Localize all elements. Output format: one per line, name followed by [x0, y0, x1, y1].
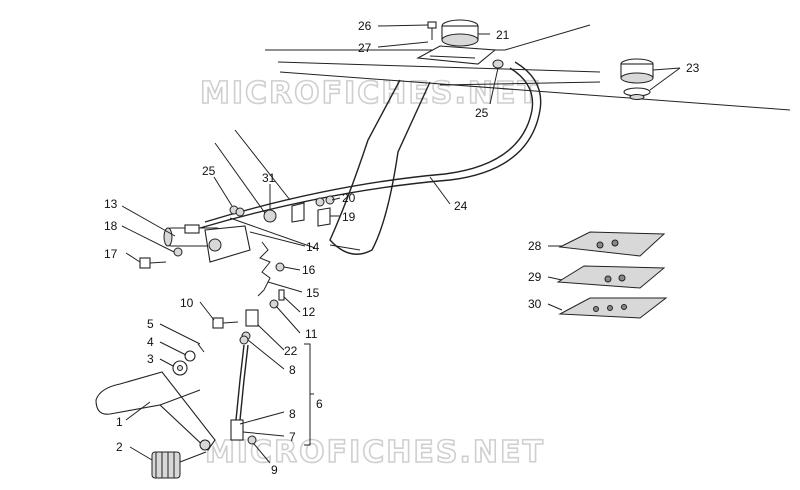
callout-24: 24 — [454, 199, 468, 213]
banjo-washers — [229, 195, 335, 227]
callout-25-top: 25 — [475, 106, 489, 120]
watermark-top: MICROFICHES.NET — [200, 76, 540, 111]
master-cylinder — [163, 224, 251, 263]
leader-lines — [121, 24, 681, 464]
fluid-reservoir — [416, 19, 497, 65]
brake-hose — [199, 61, 542, 229]
callout-10: 10 — [180, 296, 194, 310]
callout-2: 2 — [116, 440, 123, 454]
pivot-washers — [172, 343, 205, 376]
group-bracket — [304, 343, 314, 446]
callout-30: 30 — [528, 297, 542, 311]
callout-12: 12 — [302, 305, 316, 319]
callout-9: 9 — [271, 463, 278, 477]
reservoir-cap — [620, 58, 654, 100]
callout-29: 29 — [528, 270, 542, 284]
screw — [427, 21, 437, 40]
callout-31: 31 — [262, 171, 276, 185]
callout-20: 20 — [342, 191, 356, 205]
frame-tube — [329, 79, 431, 255]
callout-15: 15 — [306, 286, 320, 300]
callout-1: 1 — [116, 415, 123, 429]
kit-bag-30 — [558, 297, 668, 319]
push-rod — [230, 309, 259, 445]
hose-clamp — [492, 59, 504, 69]
callout-17: 17 — [104, 247, 118, 261]
callout-11: 11 — [305, 327, 318, 341]
callout-6: 6 — [316, 397, 323, 411]
bolt-10 — [212, 317, 239, 329]
bolt-17 — [139, 247, 183, 269]
callout-22: 22 — [284, 344, 298, 358]
callout-5: 5 — [147, 317, 154, 331]
callout-16: 16 — [302, 263, 316, 277]
callout-8-upper: 8 — [289, 363, 296, 377]
kit-bag-29 — [556, 265, 666, 289]
callout-13: 13 — [104, 197, 118, 211]
callout-23: 23 — [686, 61, 700, 75]
pin-and-washer — [269, 289, 285, 309]
callout-4: 4 — [147, 335, 154, 349]
callout-27: 27 — [358, 41, 372, 55]
callout-labels: 26 27 21 23 25 25 31 20 19 24 13 18 17 1… — [104, 19, 700, 477]
return-spring — [257, 241, 285, 297]
callout-28: 28 — [528, 239, 542, 253]
callout-26: 26 — [358, 19, 372, 33]
pedal-rubber — [151, 451, 207, 479]
callout-14: 14 — [306, 240, 320, 254]
callout-8-lower: 8 — [289, 407, 296, 421]
callout-7: 7 — [289, 430, 296, 444]
kit-bag-28 — [558, 231, 666, 257]
callout-18: 18 — [104, 219, 118, 233]
callout-3: 3 — [147, 352, 154, 366]
callout-21: 21 — [496, 28, 510, 42]
callout-25-left: 25 — [202, 164, 216, 178]
brake-pedal — [95, 371, 216, 451]
callout-19: 19 — [342, 210, 356, 224]
